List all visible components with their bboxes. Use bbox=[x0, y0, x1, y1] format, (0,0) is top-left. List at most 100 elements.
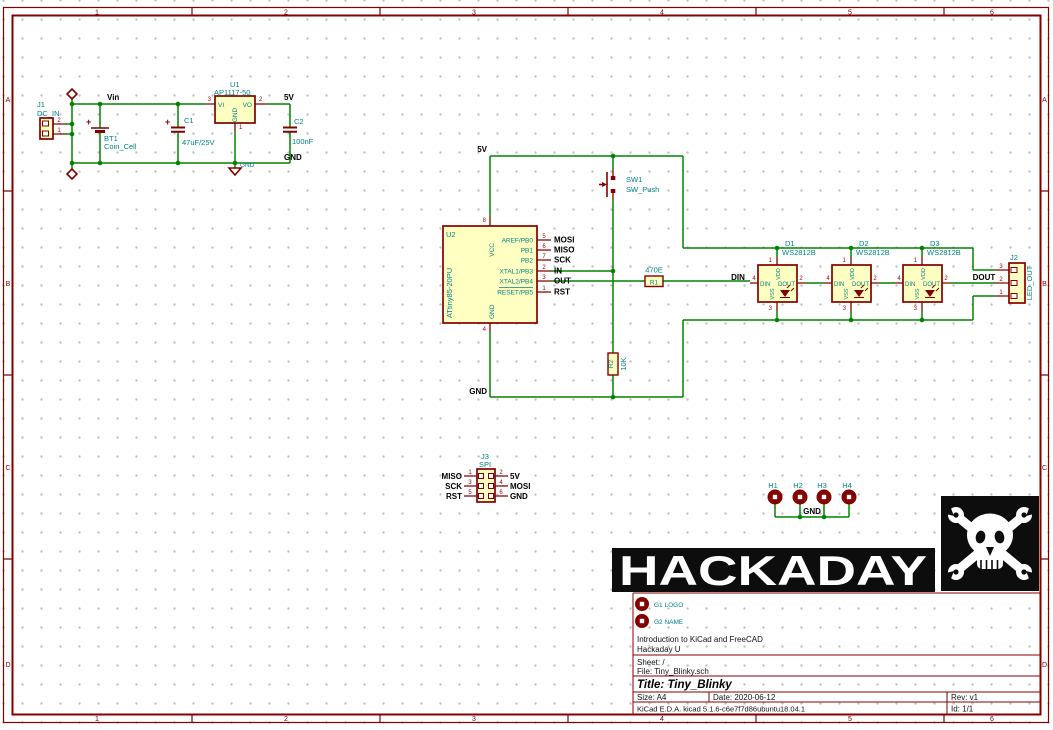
connector-j1[interactable]: J1 DC_IN 2 1 bbox=[37, 100, 65, 140]
net-label-in[interactable]: IN bbox=[554, 267, 562, 276]
h4-ref: H4 bbox=[842, 481, 852, 490]
j3-pin5-num: 5 bbox=[468, 490, 472, 496]
d1-pin3-num: 3 bbox=[769, 306, 773, 312]
u2-pin-gnd: GND bbox=[489, 304, 496, 319]
d1-pin2-num: 2 bbox=[799, 276, 803, 282]
net-label-miso[interactable]: MISO bbox=[554, 246, 574, 255]
wires-mcu-section[interactable] bbox=[489, 155, 750, 398]
net-labels-power[interactable]: Vin 5V GND bbox=[107, 93, 302, 162]
power-flag-bottom-icon[interactable] bbox=[65, 167, 79, 181]
gnd-symbol-label: GND bbox=[240, 162, 255, 169]
u2-pin-pb2: PB2 bbox=[521, 258, 534, 265]
j2-pin2-num: 2 bbox=[999, 277, 1003, 283]
net-labels-mcu[interactable]: MOSI MISO SCK IN OUT RST 5V GND bbox=[469, 145, 574, 396]
j3-pin2-num: 2 bbox=[499, 470, 503, 476]
row-label: A bbox=[1042, 97, 1047, 104]
switch-sw1[interactable]: SW1 SW_Push bbox=[599, 170, 659, 199]
u2-pin5-num: 5 bbox=[542, 234, 546, 240]
graphic-item-g1[interactable]: G1 LOGO bbox=[635, 597, 683, 611]
net-label-gnd[interactable]: GND bbox=[284, 153, 302, 162]
led-d1[interactable]: D1 WS2812B 1 3 4 2 VDD VSS DIN DOUT bbox=[750, 239, 816, 312]
title-block: G1 LOGO G2 NAME Introduction to KiCad an… bbox=[632, 592, 1040, 715]
j3-ref: J3 bbox=[481, 452, 489, 461]
u2-pin-xtal1-pb3: XTAL1/PB3 bbox=[500, 269, 534, 276]
j3-pin6-num: 6 bbox=[499, 490, 503, 496]
tb-size: Size: A4 bbox=[637, 693, 667, 702]
tb-file: File: Tiny_Blinky.sch bbox=[637, 667, 709, 676]
tb-title: Title: Tiny_Blinky bbox=[637, 679, 732, 691]
u2-pin-aref-pb0: AREF/PB0 bbox=[502, 238, 534, 245]
led-d3[interactable]: D3 WS2812B 1 3 4 2 VDD VSS DIN DOUT bbox=[895, 239, 961, 312]
col-label: 5 bbox=[848, 716, 852, 723]
resistor-r2[interactable]: R2 10K bbox=[607, 352, 628, 376]
sw1-ref: SW1 bbox=[626, 175, 642, 184]
net-label-din[interactable]: DIN bbox=[731, 273, 745, 282]
tb-tool: KiCad E.D.A. kicad 5.1.6-c6e7f7d86ubuntu… bbox=[637, 705, 805, 714]
wires-power-section[interactable] bbox=[65, 99, 291, 169]
capacitor-c1[interactable]: + C1 47uF/25V bbox=[165, 116, 215, 147]
row-label: B bbox=[1042, 281, 1047, 288]
c1-ref: C1 bbox=[184, 116, 194, 125]
regulator-u1[interactable]: U1 AP1117-50 3 2 1 VI VO GND bbox=[205, 80, 268, 131]
connector-j3[interactable]: J3 SPI 1 3 5 2 4 6 MISO SCK RST 5V MOSI … bbox=[442, 452, 531, 503]
mounting-holes[interactable]: H1 H2 H3 H4 GND bbox=[767, 481, 857, 516]
j3-pin3-num: 3 bbox=[468, 480, 472, 486]
net-label-mosi-j3[interactable]: MOSI bbox=[510, 482, 530, 491]
j1-value: DC_IN bbox=[37, 109, 60, 118]
net-label-rst[interactable]: RST bbox=[554, 288, 570, 297]
col-label: 4 bbox=[660, 10, 664, 17]
g1-label: G1 LOGO bbox=[654, 602, 683, 609]
net-label-out[interactable]: OUT bbox=[554, 277, 571, 286]
u2-pin8-num: 8 bbox=[483, 218, 487, 224]
tb-comment2: Introduction to KiCad and FreeCAD bbox=[637, 635, 763, 644]
graphic-item-g2[interactable]: G2 NAME bbox=[635, 614, 684, 628]
bt1-value: Coin_Cell bbox=[104, 142, 137, 151]
u1-pin-vi: VI bbox=[218, 102, 224, 109]
d1-pin-dout: DOUT bbox=[778, 282, 795, 288]
net-label-sck-j3[interactable]: SCK bbox=[445, 482, 462, 491]
led-d2[interactable]: D2 WS2812B 1 3 4 2 VDD VSS DIN DOUT bbox=[824, 239, 890, 312]
row-label: A bbox=[6, 97, 11, 104]
net-label-5v[interactable]: 5V bbox=[284, 93, 294, 102]
frame-ticks bbox=[4, 8, 1048, 722]
net-label-mosi[interactable]: MOSI bbox=[554, 236, 574, 245]
col-label: 6 bbox=[990, 716, 994, 723]
c2-ref: C2 bbox=[294, 117, 304, 126]
tb-comment1: Hackaday U bbox=[637, 645, 681, 654]
d2-pin2-num: 2 bbox=[873, 276, 877, 282]
u1-pin1-num: 1 bbox=[239, 125, 243, 131]
j3-pin4-num: 4 bbox=[499, 480, 503, 486]
net-label-rst-j3[interactable]: RST bbox=[446, 492, 462, 501]
wires-mounting-holes[interactable] bbox=[774, 504, 850, 518]
jolly-wrencher-logo[interactable] bbox=[941, 496, 1039, 591]
wires-led-section[interactable] bbox=[682, 156, 995, 397]
net-label-5v-mcu[interactable]: 5V bbox=[477, 145, 487, 154]
net-label-miso-j3[interactable]: MISO bbox=[442, 472, 462, 481]
r1-value: 470E bbox=[645, 266, 663, 275]
power-flag-top-icon[interactable] bbox=[65, 87, 79, 101]
net-label-dout[interactable]: DOUT bbox=[973, 273, 996, 282]
resistor-r1[interactable]: 470E R1 bbox=[644, 266, 664, 288]
net-label-gnd-holes[interactable]: GND bbox=[803, 507, 821, 516]
d3-value: WS2812B bbox=[927, 248, 961, 257]
bt1-ref: BT1 bbox=[104, 134, 118, 143]
d3-pin-vdd: VDD bbox=[921, 268, 927, 280]
h3-ref: H3 bbox=[817, 481, 827, 490]
col-label: 2 bbox=[284, 10, 288, 17]
battery-bt1[interactable]: + BT1 Coin_Cell bbox=[86, 117, 137, 151]
net-label-gnd-j3[interactable]: GND bbox=[510, 492, 528, 501]
net-label-vin[interactable]: Vin bbox=[107, 93, 119, 102]
net-label-gnd-mcu[interactable]: GND bbox=[469, 387, 487, 396]
hackaday-wordmark[interactable]: HACKADAY bbox=[612, 547, 935, 594]
net-labels-led[interactable]: DIN DOUT bbox=[731, 273, 995, 282]
row-label: C bbox=[5, 465, 10, 472]
gnd-symbol-icon[interactable]: GND bbox=[227, 162, 255, 177]
mcu-u2[interactable]: U2 ATtiny85-20PU 8 4 VCC GND 5 6 7 2 3 1… bbox=[442, 217, 551, 333]
capacitor-c2[interactable]: C2 100nF bbox=[283, 117, 314, 146]
net-label-sck[interactable]: SCK bbox=[554, 256, 571, 265]
net-label-5v-j3[interactable]: 5V bbox=[510, 472, 520, 481]
connector-j2[interactable]: J2 3 2 1 LED_OUT bbox=[995, 253, 1034, 304]
led-diode-icon bbox=[854, 284, 869, 298]
d2-ref: D2 bbox=[859, 239, 869, 248]
